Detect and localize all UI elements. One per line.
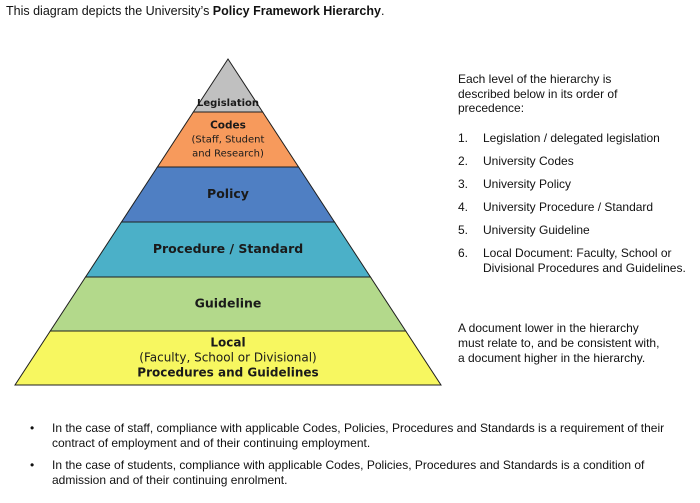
level-local-label: Local — [210, 336, 245, 350]
level-local-label: (Faculty, School or Divisional) — [139, 351, 316, 365]
level-codes-label: Codes — [210, 120, 246, 132]
list-item: 2.University Codes — [458, 154, 574, 169]
compliance-bullets: •In the case of staff, compliance with a… — [30, 421, 670, 495]
level-policy-label: Policy — [207, 186, 249, 201]
intro-suffix: . — [380, 4, 385, 18]
level-legislation-label: Legislation — [197, 98, 259, 109]
list-item: 1.Legislation / delegated legislation — [458, 131, 660, 145]
precedence-list: 1.Legislation / delegated legislation 2.… — [458, 131, 698, 284]
level-local-band — [14, 330, 442, 386]
intro-title: Policy Framework Hierarchy — [212, 4, 381, 18]
level-codes-label: (Staff, Student — [192, 135, 265, 146]
bullet-students: •In the case of students, compliance wit… — [30, 458, 645, 487]
bullet-staff: •In the case of staff, compliance with a… — [30, 421, 665, 450]
bullet-icon: • — [30, 458, 35, 472]
hierarchy-description-intro: Each level of the hierarchy is described… — [458, 72, 618, 115]
bullet-icon: • — [30, 421, 35, 435]
intro-sentence: This diagram depicts the University’s Po… — [6, 4, 384, 18]
intro-prefix: This diagram depicts the University’s — [6, 4, 213, 18]
list-item: 6.Local Document: Faculty, School or Div… — [458, 246, 686, 275]
list-item: 5.University Guideline — [458, 223, 590, 238]
list-item: 4.University Procedure / Standard — [458, 200, 654, 215]
level-procedure-label: Procedure / Standard — [153, 241, 303, 256]
level-codes-label: and Research) — [192, 149, 264, 160]
list-item: 3.University Policy — [458, 177, 572, 192]
level-local-label: Procedures and Guidelines — [137, 366, 318, 380]
hierarchy-note: A document lower in the hierarchy must r… — [458, 321, 660, 365]
level-guideline-label: Guideline — [195, 296, 262, 311]
